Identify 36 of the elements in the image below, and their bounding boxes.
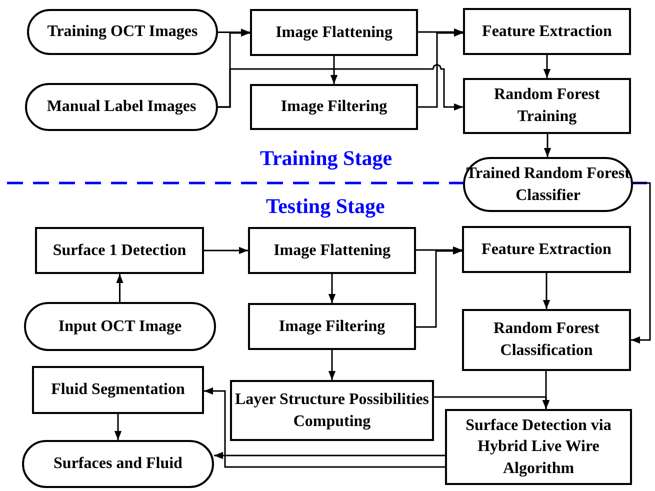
arrow [218,64,463,111]
arrow [631,182,651,344]
stage-label: Testing Stage [266,194,385,219]
arrow [418,28,463,36]
arrow [542,371,550,409]
terminal-box: Manual Label Images [25,83,218,131]
arrow [544,134,552,157]
process-box: Fluid Segmentation [32,366,204,414]
terminal-box: Input OCT Image [24,302,216,351]
process-box: Feature Extraction [463,8,631,55]
stage-label: Training Stage [260,146,392,171]
terminal-box: Surfaces and Fluid [22,440,214,488]
process-box: Random Forest Training [463,78,631,134]
arrow [543,55,551,78]
arrow [218,28,250,36]
arrow [330,56,338,84]
arrow [116,274,124,302]
process-box: Feature Extraction [462,226,631,273]
arrow [214,452,445,460]
terminal-box: Trained Random Forest Classifier [463,157,633,212]
process-box: Image Flattening [248,227,416,274]
process-box: Image Flattening [250,9,418,56]
arrow [542,273,550,309]
process-box: Random Forest Classification [462,309,631,371]
arrow [114,414,122,440]
arrow [204,246,248,254]
arrow [328,274,336,303]
process-box: Layer Structure Possibilities Computing [230,380,434,441]
terminal-box: Training OCT Images [27,9,218,55]
arrow [204,387,445,468]
arrow [416,246,462,254]
process-box: Surface Detection via Hybrid Live Wire Algorithm [445,409,632,485]
process-box: Surface 1 Detection [35,227,204,274]
process-box: Image Filtering [248,303,416,350]
process-box: Image Filtering [250,84,418,130]
arrow [328,350,336,380]
